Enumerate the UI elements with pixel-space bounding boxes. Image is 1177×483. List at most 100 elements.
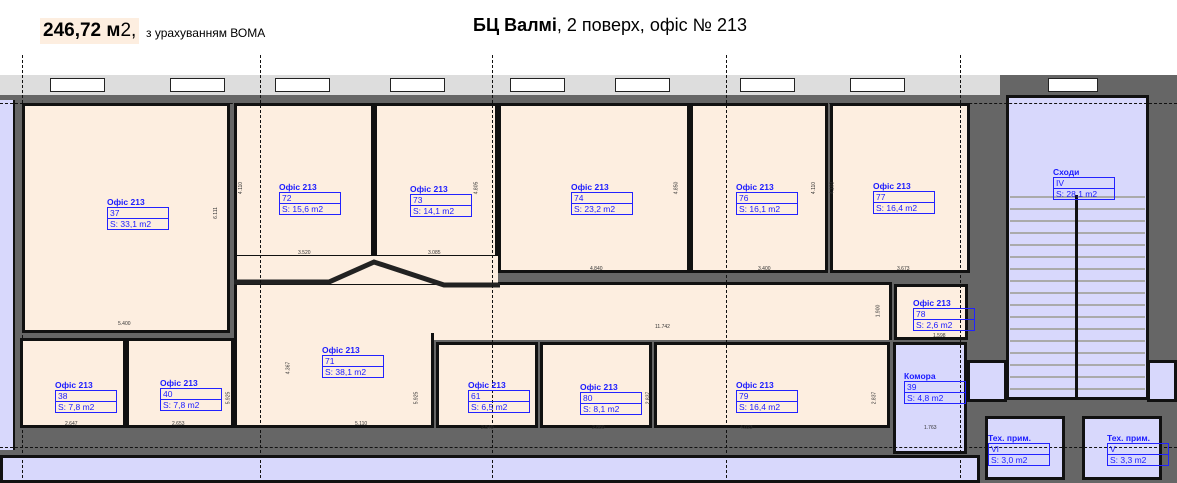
- grid-axis-vertical: [726, 55, 727, 483]
- total-area: 246,72 м2,: [40, 18, 140, 44]
- room-area: S: 16,1 m2: [737, 203, 797, 214]
- grid-axis-vertical: [22, 55, 23, 483]
- room-area: S: 14,1 m2: [411, 205, 471, 216]
- dimension-label: 4.023: [740, 425, 753, 431]
- room-number: 39: [907, 382, 917, 392]
- grid-axis-horizontal: [0, 103, 1177, 104]
- dimension-label: 4.110: [238, 181, 245, 195]
- area-value: 246,72 м: [43, 20, 121, 41]
- tech-room-v: [1082, 416, 1162, 480]
- room-name: Сходи: [1053, 167, 1080, 177]
- room-number: 77: [876, 192, 886, 202]
- room-number: 78: [916, 309, 926, 319]
- room-name: Офіс 213: [571, 182, 609, 192]
- room-area: S: 7,8 m2: [56, 401, 116, 412]
- dimension-label: 4.850: [673, 181, 680, 195]
- vestibule-left: [967, 360, 1007, 402]
- grid-axis-vertical: [492, 55, 493, 483]
- window: [50, 78, 105, 92]
- room-name: Офіс 213: [410, 184, 448, 194]
- room-area: S: 6,5 m2: [469, 401, 529, 412]
- dimension-label: 3.400: [758, 266, 771, 272]
- room-79: [654, 342, 890, 428]
- room-area: S: 15,6 m2: [280, 203, 340, 214]
- room-73: [374, 103, 498, 258]
- room-76: [690, 103, 828, 273]
- room-area: S: 3,3 m2: [1108, 454, 1168, 465]
- room-number: 38: [58, 391, 68, 401]
- room-40: [126, 338, 234, 428]
- vestibule-right: [1147, 360, 1177, 402]
- dimension-label: 3.520: [298, 250, 311, 256]
- stair-rail: [1075, 195, 1078, 400]
- room-name: Офіс 213: [873, 181, 911, 191]
- room-name: Офіс 213: [55, 380, 93, 390]
- room-name: Офіс 213: [736, 182, 774, 192]
- dimension-label: 5.400: [118, 321, 131, 327]
- dimension-label: 4.110: [811, 181, 818, 195]
- room-name: Офіс 213: [279, 182, 317, 192]
- room-area: S: 28,1 m2: [1054, 188, 1114, 199]
- room-61: [436, 342, 538, 428]
- dimension-label: 1.598: [933, 333, 946, 339]
- floor-office: , 2 поверх, офіс № 213: [556, 15, 747, 35]
- room-number: V: [1110, 444, 1116, 454]
- room-name: Офіс 213: [322, 345, 360, 355]
- grid-axis-vertical: [260, 55, 261, 483]
- room-area: S: 16,4 m2: [737, 401, 797, 412]
- room-name: Тех. прим.: [988, 433, 1032, 443]
- room-area: S: 3,0 m2: [989, 454, 1049, 465]
- room-name: Тех. прим.: [1107, 433, 1151, 443]
- dimension-label: 5.925: [413, 391, 420, 405]
- bottom-area: [0, 455, 980, 483]
- window: [850, 78, 905, 92]
- dimension-label: 2.837: [871, 391, 878, 405]
- room-number: 74: [574, 193, 584, 203]
- dimension-label: 4.805: [473, 181, 480, 195]
- room-38: [20, 338, 126, 428]
- window: [510, 78, 565, 92]
- room-number: 71: [325, 356, 335, 366]
- dimension-label: 4.103: [829, 181, 836, 195]
- dimension-label: 2.837: [645, 391, 652, 405]
- room-area: S: 23,2 m2: [572, 203, 632, 214]
- room-area: S: 16,4 m2: [874, 202, 934, 213]
- room-80: [540, 342, 652, 428]
- room-number: 61: [471, 391, 481, 401]
- dimension-label: 3.673: [897, 266, 910, 272]
- room-area: S: 2,6 m2: [914, 319, 974, 330]
- window: [275, 78, 330, 92]
- dimension-label: 4.367: [285, 361, 292, 375]
- room-74: [498, 103, 690, 273]
- room-area: S: 7,8 m2: [161, 399, 221, 410]
- dimension-label: 5.110: [355, 421, 368, 427]
- grid-axis-vertical: [960, 55, 961, 483]
- room-area: S: 8,1 m2: [581, 403, 641, 414]
- room-name: Офіс 213: [468, 380, 506, 390]
- dimension-label: 2.880: [592, 425, 605, 431]
- room-area: S: 4,8 m2: [905, 392, 965, 403]
- room-name: Офіс 213: [160, 378, 198, 388]
- left-area: [0, 100, 15, 450]
